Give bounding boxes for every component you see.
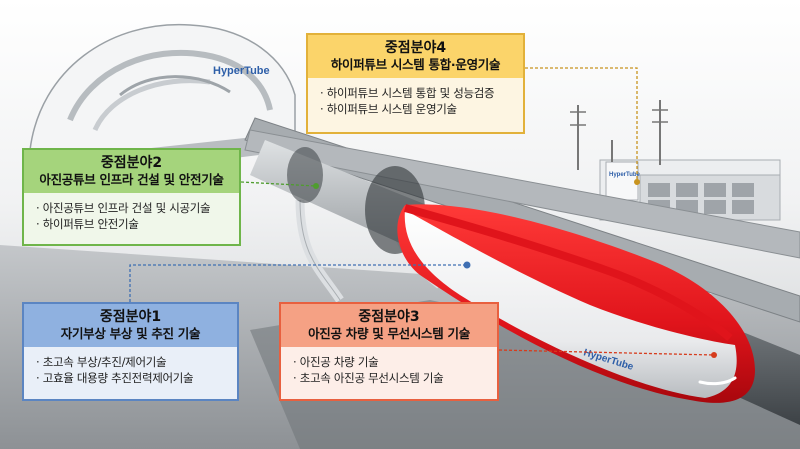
focus-area-1-box: 중점분야1 자기부상 부상 및 추진 기술 · 초고속 부상/추진/제어기술 ·… [22,302,239,401]
focus-area-2-title: 중점분야2 [100,155,163,171]
focus-area-4-list: · 하이퍼튜브 시스템 통합 및 성능검증 · 하이퍼튜브 시스템 운영기술 [308,78,523,123]
focus-area-4-header: 중점분야4 하이퍼튜브 시스템 통합·운영기술 [308,35,523,78]
focus-area-4-title: 중점분야4 [384,40,447,56]
focus-area-2-subtitle: 아진공튜브 인프라 건설 및 안전기술 [39,172,224,187]
focus-area-1-list: · 초고속 부상/추진/제어기술 · 고효율 대용량 추진전력제어기술 [24,347,237,392]
focus-area-2-header: 중점분야2 아진공튜브 인프라 건설 및 안전기술 [24,150,239,193]
focus-area-3-header: 중점분야3 아진공 차량 및 무선시스템 기술 [281,304,497,347]
list-item: · 하이퍼튜브 안전기술 [36,217,139,231]
list-item: · 하이퍼튜브 시스템 운영기술 [320,102,457,116]
focus-area-3-title: 중점분야3 [358,309,420,325]
list-item: · 아진공 차량 기술 [293,355,379,369]
focus-area-1-subtitle: 자기부상 부상 및 추진 기술 [60,326,201,341]
focus-area-3-list: · 아진공 차량 기술 · 초고속 아진공 무선시스템 기술 [281,347,497,392]
focus-area-3-subtitle: 아진공 차량 및 무선시스템 기술 [308,326,470,341]
focus-area-1-title: 중점분야1 [99,309,162,325]
list-item: · 고효율 대용량 추진전력제어기술 [36,371,194,385]
tube-ring [287,147,323,203]
focus-area-1-header: 중점분야1 자기부상 부상 및 추진 기술 [24,304,237,347]
focus-area-4-subtitle: 하이퍼튜브 시스템 통합·운영기술 [330,57,501,72]
focus-area-2-box: 중점분야2 아진공튜브 인프라 건설 및 안전기술 · 아진공튜브 인프라 건설… [22,148,241,246]
focus-area-3-box: 중점분야3 아진공 차량 및 무선시스템 기술 · 아진공 차량 기술 · 초고… [279,302,499,401]
list-item: · 초고속 아진공 무선시스템 기술 [293,371,444,385]
focus-area-2-list: · 아진공튜브 인프라 건설 및 시공기술 · 하이퍼튜브 안전기술 [24,193,239,238]
focus-area-4-box: 중점분야4 하이퍼튜브 시스템 통합·운영기술 · 하이퍼튜브 시스템 통합 및… [306,33,525,134]
station-logo: HyperTube [213,65,270,77]
list-item: · 하이퍼튜브 시스템 통합 및 성능검증 [320,86,495,100]
list-item: · 아진공튜브 인프라 건설 및 시공기술 [36,201,211,215]
connector-lines [129,67,717,358]
building-logo: HyperTube [609,172,641,178]
upper-tube [244,129,800,259]
list-item: · 초고속 부상/추진/제어기술 [36,355,167,369]
